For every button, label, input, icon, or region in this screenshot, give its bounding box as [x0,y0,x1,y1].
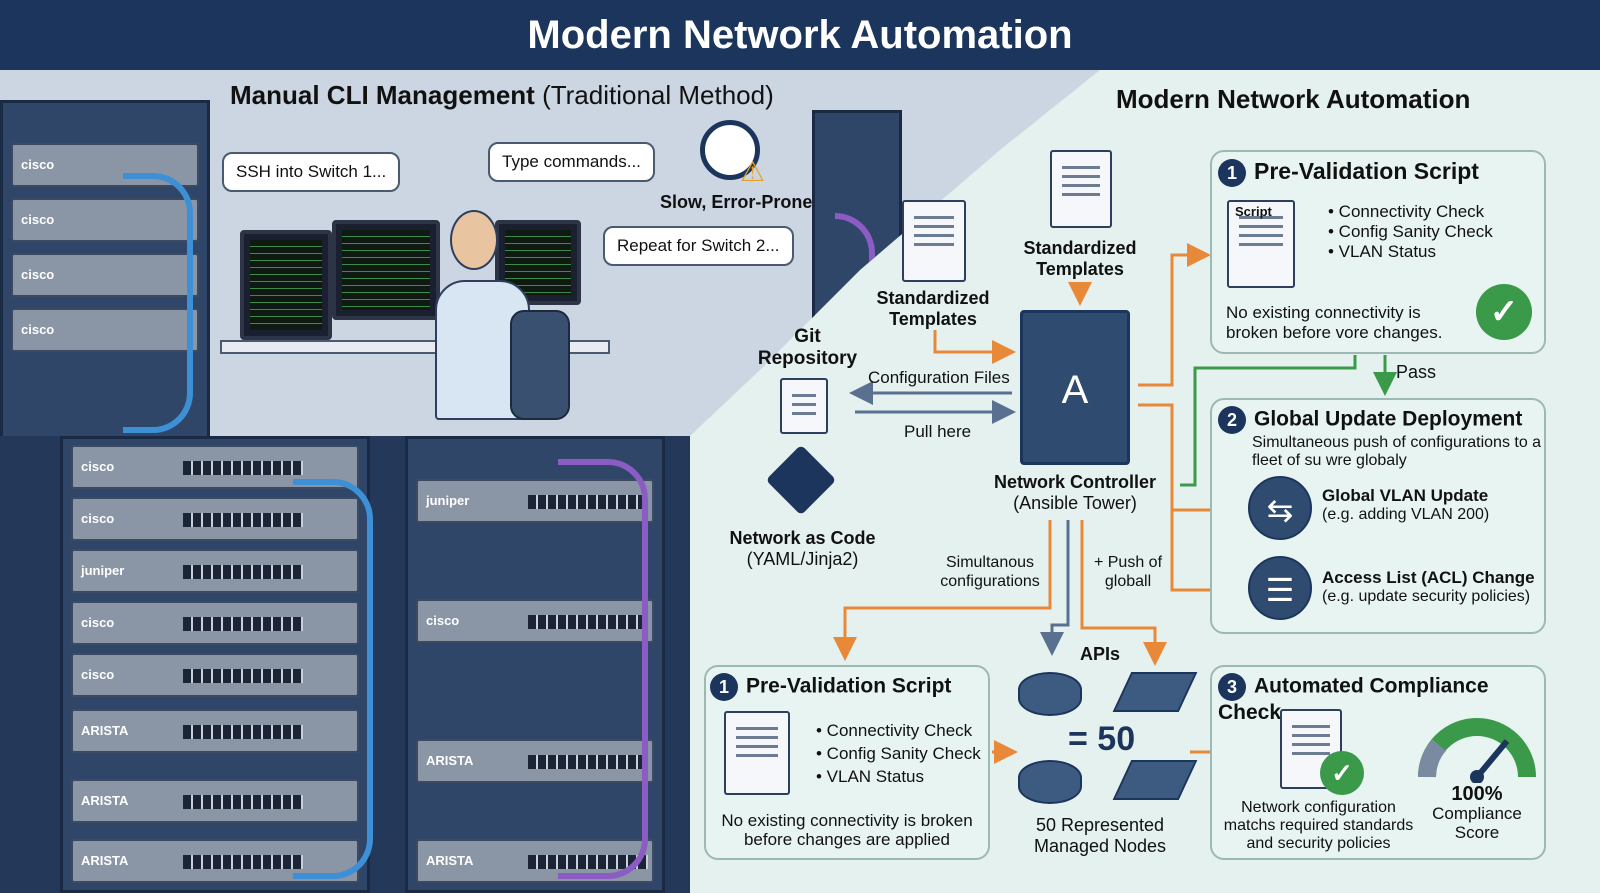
server-rack-left: cisco cisco cisco cisco [0,100,210,436]
code-document-icon [724,711,790,795]
list-icon: ☰ [1248,556,1312,620]
warning-icon: ⚠ [740,156,766,187]
monitor-1 [240,230,332,340]
template-document-icon [902,200,966,282]
script-document-icon: Script [1227,200,1295,288]
rack-closeup: cisco cisco juniper cisco cisco ARISTA A… [0,436,690,893]
pull-here-label: Pull here [904,422,972,441]
ansible-server-icon: A [1020,310,1130,465]
arrows-exchange-icon: ⇆ [1248,476,1312,540]
node-count: = 50 [1068,720,1136,758]
engineer-head [450,210,498,270]
arrow-to-vlan [1138,403,1246,522]
router-icon [1018,672,1082,716]
arrow-to-prevalidation-top [1138,243,1211,387]
config-files-label: Configuration Files [868,368,1010,387]
manual-title: Manual CLI Management (Traditional Metho… [230,80,774,110]
vlan-update: Global VLAN Update(e.g. adding VLAN 200) [1322,486,1490,523]
compliance-score: 100%Compliance Score [1432,783,1522,842]
bubble-repeat: Repeat for Switch 2... [603,226,794,266]
acl-change: Access List (ACL) Change(e.g. update sec… [1322,568,1535,605]
pass-label: Pass [1396,362,1437,382]
simultaneous-label: Simultanous configurations [940,554,1040,590]
arrow-api-left [1040,520,1070,656]
bubble-ssh: SSH into Switch 1... [222,152,401,192]
templates-label-b: Standardized Templates [1023,238,1137,279]
clock-icon [700,120,760,180]
gauge-needle [1474,739,1510,779]
compliance-gauge [1418,718,1536,783]
push-label: + Push of globall [1093,554,1163,590]
arrow-templates-to-controller [933,330,1016,364]
network-as-code: Network as Code(YAML/Jinja2) [729,528,876,569]
bubble-type-commands: Type commands... [488,142,655,182]
check-list: • Connectivity Check• Config Sanity Chec… [1328,202,1493,261]
arrow-pass-green [1180,355,1357,487]
nodes-label: 50 Represented Managed Nodes [1033,815,1167,856]
templates-stack-icon [1050,150,1112,228]
office-chair [510,310,570,420]
check-icon: ✓ [1476,284,1532,340]
prevalidation-note: No existing connectivity is broken befor… [721,811,973,849]
controller-label: Network Controller(Ansible Tower) [993,472,1157,513]
arrow-to-prevalidation-bottom [833,520,1052,661]
apis-label: APIs [1080,644,1121,664]
global-update-desc: Simultaneous push of configurations to a… [1252,434,1542,469]
monitor-2 [332,220,440,320]
templates-label-a: Standardized Templates [876,288,990,329]
prevalidation-note: No existing connectivity is broken befor… [1226,303,1443,342]
git-repository-label: Git Repository [757,326,858,369]
automation-title: Modern Network Automation [1116,84,1471,114]
warning-text: Slow, Error-Prone [660,192,813,212]
check-icon: ✓ [1320,751,1364,795]
check-list: • Connectivity Check• Config Sanity Chec… [816,721,981,786]
step-number: 1 [1218,158,1246,187]
router-icon [1018,760,1082,804]
compliance-note: Network configuration matchs required st… [1223,799,1414,852]
arrow-api-right [1080,520,1167,666]
header-title: Modern Network Automation [0,0,1600,70]
file-icon [780,378,828,434]
